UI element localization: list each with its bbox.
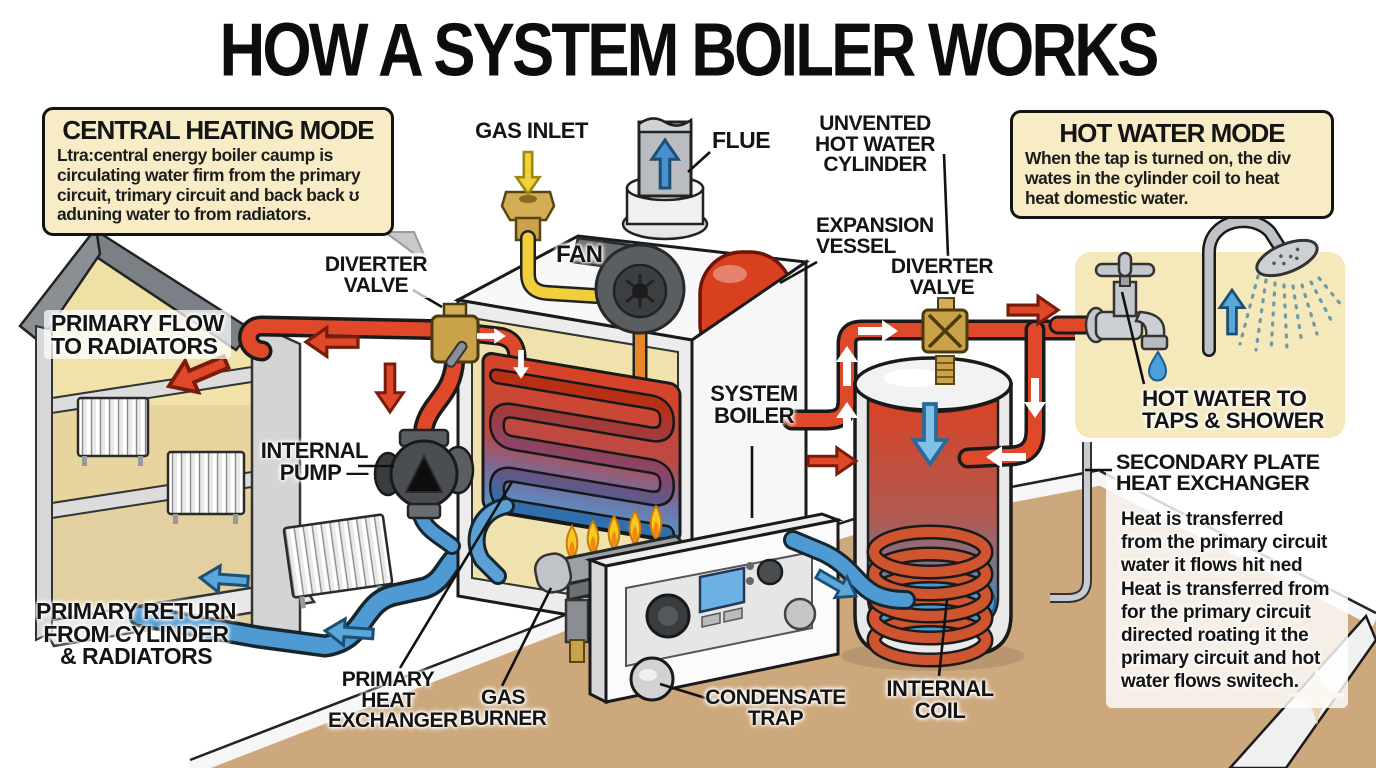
small-knob xyxy=(756,558,784,586)
lcd-display xyxy=(698,566,746,614)
hot-water-mode-title: HOT WATER MODE xyxy=(1059,118,1285,148)
page-title: HOW A SYSTEM BOILER WORKS xyxy=(219,7,1159,92)
label-secondary-heading: SECONDARY PLATE HEAT EXCHANGER xyxy=(1116,450,1320,496)
label-internal-pump: INTERNAL PUMP — xyxy=(260,438,369,485)
central-heating-mode-box: CENTRAL HEATING MODE Ltra:central energy… xyxy=(42,107,394,237)
coil-return-pipe xyxy=(786,533,913,607)
hot-water-mode-body: When the tap is turned on, the div wates… xyxy=(1025,148,1291,208)
shower-spray xyxy=(1238,274,1344,354)
label-primary-flow: PRIMARY FLOW TO RADIATORS xyxy=(44,310,231,360)
diverter-valve-left xyxy=(430,302,480,368)
label-gas-burner: GAS BURNER xyxy=(459,686,547,730)
label-unvented-cylinder: UNVENTED HOT WATER CYLINDER xyxy=(815,112,935,177)
panel-button xyxy=(701,612,721,628)
diverter-valve-right xyxy=(921,297,969,354)
shower-icon xyxy=(1202,214,1344,357)
central-heating-mode-body: Ltra:central energy boiler caump is circ… xyxy=(57,145,361,225)
hot-water-panel xyxy=(1048,214,1345,438)
secondary-text-panel xyxy=(1106,446,1348,708)
fan xyxy=(570,236,686,335)
internal-pump xyxy=(373,428,475,520)
radiator xyxy=(282,513,394,609)
label-condensate-trap: CONDENSATE TRAP xyxy=(705,686,846,730)
hot-water-mode-box: HOT WATER MODE When the tap is turned on… xyxy=(1010,110,1334,220)
primary-heat-exchanger xyxy=(481,352,682,543)
label-primary-return: PRIMARY RETURN FROM CYLINDER & RADIATORS xyxy=(35,598,237,670)
valve-lever xyxy=(445,340,468,368)
pointer-lines xyxy=(358,151,1146,702)
radiator xyxy=(166,450,246,524)
label-hot-water-taps: HOT WATER TO TAPS & SHOWER xyxy=(1142,386,1324,434)
label-fan: FAN xyxy=(556,241,603,268)
water-drop-icon xyxy=(1148,350,1168,382)
central-heating-mode-title: CENTRAL HEATING MODE xyxy=(62,115,374,145)
gas-pipe xyxy=(522,232,602,302)
label-system-boiler: SYSTEM BOILER xyxy=(710,381,798,428)
secondary-body-text: Heat is transferred from the primary cir… xyxy=(1121,509,1330,693)
label-internal-coil: INTERNAL COIL xyxy=(886,676,994,723)
radiator xyxy=(76,396,150,466)
label-diverter-valve-right: DIVERTER VALVE xyxy=(890,255,994,299)
panel-button xyxy=(723,607,743,623)
discharge-pipe xyxy=(1050,442,1090,601)
label-flue: FLUE xyxy=(712,127,771,153)
flue-pipe xyxy=(621,117,709,241)
label-diverter-valve-left: DIVERTER VALVE xyxy=(314,253,438,299)
label-primary-heat-exchanger: PRIMARY HEAT EXCHANGER xyxy=(328,668,458,733)
gas-inlet-arrow xyxy=(515,150,541,196)
label-gas-inlet: GAS INLET xyxy=(475,118,588,143)
control-panel xyxy=(584,512,844,705)
label-expansion-vessel: EXPANSION VESSEL xyxy=(816,214,934,258)
